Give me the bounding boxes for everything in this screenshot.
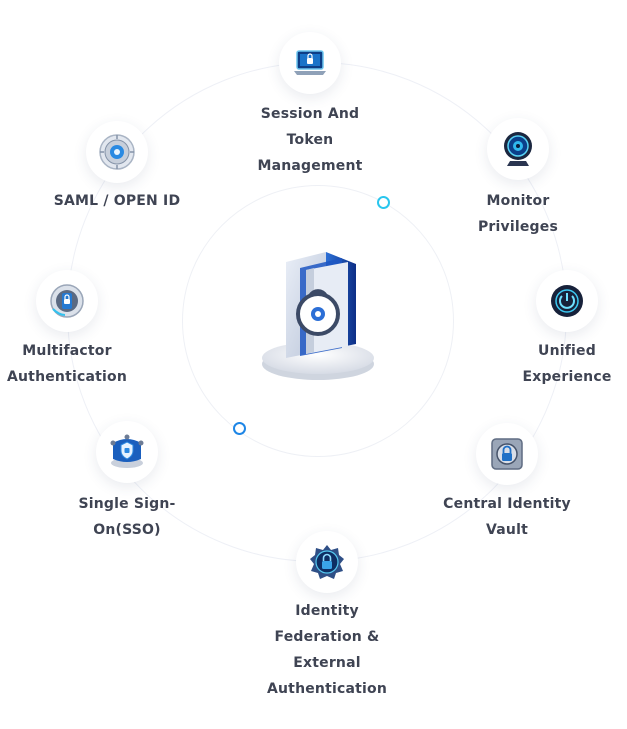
- laptop-lock-icon: [279, 32, 341, 94]
- inner-orbit-ring: [182, 185, 454, 457]
- label-line: Experience: [522, 369, 612, 385]
- webcam-monitor-icon: [487, 118, 549, 180]
- label-line: External: [293, 655, 361, 671]
- label-line: Monitor: [486, 193, 550, 209]
- label-line: Single Sign-: [78, 496, 176, 512]
- power-button-icon: [536, 270, 598, 332]
- gear-lock-icon: [296, 531, 358, 593]
- label-line: On(SSO): [93, 522, 161, 538]
- id-badge-icon: [86, 121, 148, 183]
- label-line: Privileges: [477, 219, 559, 235]
- label-line: Session And: [260, 106, 360, 122]
- label-line: SAML / OPEN ID: [53, 193, 181, 209]
- label-line: Unified: [538, 343, 596, 359]
- label-line: Multifactor: [22, 343, 112, 359]
- label-line: Token: [286, 132, 334, 148]
- label-line: Federation &: [274, 629, 380, 645]
- orbit-dot-blue: [233, 422, 246, 435]
- label-line: Authentication: [266, 681, 388, 697]
- safe-lock-icon: [476, 423, 538, 485]
- label-line: Vault: [486, 522, 528, 538]
- identity-vault-lock-folder-icon: [256, 246, 380, 388]
- network-shield-icon: [96, 421, 158, 483]
- label-line: Management: [257, 158, 363, 174]
- phone-lock-icon: [36, 270, 98, 332]
- label-line: Central Identity: [443, 496, 571, 512]
- label-line: Identity: [295, 603, 359, 619]
- orbit-dot-cyan: [377, 196, 390, 209]
- label-line: Authentication: [6, 369, 128, 385]
